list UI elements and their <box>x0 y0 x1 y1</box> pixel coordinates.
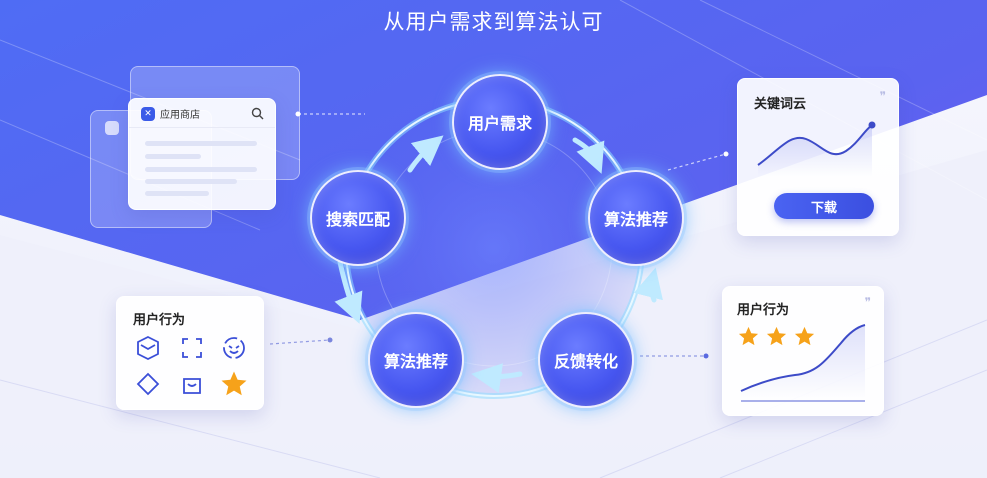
node-feedback-conversion[interactable]: 反馈转化 <box>538 312 634 408</box>
star-icon <box>766 326 787 346</box>
list-line <box>145 167 257 172</box>
app-store-title: 应用商店 <box>160 110 200 121</box>
trend-line <box>757 121 876 177</box>
page-title: 从用户需求到算法认可 <box>383 10 604 34</box>
star-icon[interactable] <box>219 369 249 399</box>
app-store-card[interactable]: ✕ 应用商店 <box>128 98 276 210</box>
frame-icon[interactable] <box>179 335 205 361</box>
user-behavior-title-left: 用户行为 <box>133 313 186 328</box>
smile-icon[interactable] <box>221 335 247 361</box>
app-store-logo-icon: ✕ <box>141 107 155 121</box>
search-icon[interactable] <box>251 107 264 120</box>
growth-chart <box>740 324 866 402</box>
keyword-cloud-card: 关键词云 ❞ 下载 <box>737 78 899 236</box>
star-rating <box>737 325 816 348</box>
user-behavior-title-right: 用户行为 <box>737 303 790 318</box>
quote-icon: ❞ <box>864 295 871 309</box>
list-line <box>145 179 237 184</box>
list-line <box>145 191 209 196</box>
download-button[interactable]: 下载 <box>774 193 874 219</box>
node-search-match[interactable]: 搜索匹配 <box>310 170 406 266</box>
diamond-icon[interactable] <box>135 371 161 397</box>
star-icon <box>738 326 759 346</box>
keyword-cloud-title: 关键词云 <box>754 97 807 112</box>
divider <box>129 127 275 128</box>
user-behavior-card-left: 用户行为 <box>116 296 264 410</box>
star-icon <box>794 326 815 346</box>
node-algorithm-recommend-left[interactable]: 算法推荐 <box>368 312 464 408</box>
hexagon-icon[interactable] <box>135 335 161 361</box>
list-line <box>145 141 257 146</box>
quote-icon: ❞ <box>879 89 886 103</box>
node-algorithm-recommend-right[interactable]: 算法推荐 <box>588 170 684 266</box>
node-user-demand[interactable]: 用户需求 <box>452 74 548 170</box>
list-line <box>145 154 201 159</box>
bag-icon[interactable] <box>179 371 205 397</box>
user-behavior-card-right: 用户行为 ❞ <box>722 286 884 416</box>
app-icon-small <box>105 121 119 135</box>
